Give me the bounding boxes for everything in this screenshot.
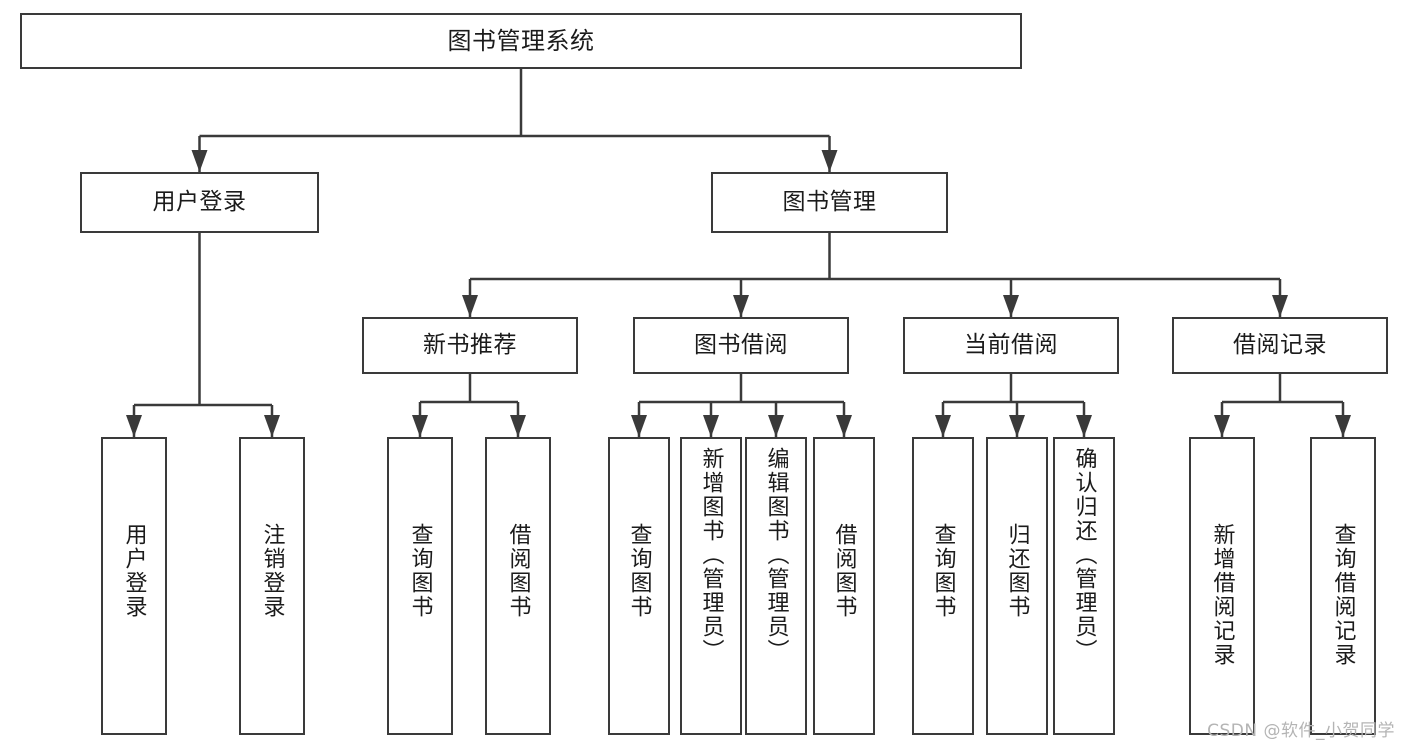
connector-arrowhead (631, 415, 647, 437)
node-book-borrow[interactable]: 图书借阅 (633, 317, 849, 374)
node-leaf-borrow-book-2[interactable]: 借阅图书 (813, 437, 875, 735)
node-label-current-borrow: 当前借阅 (964, 331, 1058, 358)
connector-arrowhead (510, 415, 526, 437)
node-root[interactable]: 图书管理系统 (20, 13, 1022, 69)
connector-arrowhead (1272, 295, 1288, 317)
node-label-leaf-query-book-1: 查询图书 (407, 523, 433, 619)
connector-arrowhead (836, 415, 852, 437)
node-label-leaf-borrow-book-2: 借阅图书 (831, 523, 857, 619)
node-label-leaf-query-book-3: 查询图书 (930, 523, 956, 619)
node-leaf-user-logout[interactable]: 注销登录 (239, 437, 305, 735)
node-label-new-book-rec: 新书推荐 (423, 331, 517, 358)
node-leaf-add-book[interactable]: 新增图书（管理员） (680, 437, 742, 735)
node-label-user-login: 用户登录 (152, 188, 247, 215)
node-leaf-return-book[interactable]: 归还图书 (986, 437, 1048, 735)
node-label-leaf-return-book: 归还图书 (1004, 523, 1030, 619)
node-label-leaf-user-login: 用户登录 (121, 523, 147, 619)
connector-arrowhead (768, 415, 784, 437)
connector-arrowhead (935, 415, 951, 437)
node-leaf-edit-book[interactable]: 编辑图书（管理员） (745, 437, 807, 735)
node-book-manage[interactable]: 图书管理 (711, 172, 948, 233)
node-user-login[interactable]: 用户登录 (80, 172, 319, 233)
node-leaf-query-book-1[interactable]: 查询图书 (387, 437, 453, 735)
connector-arrowhead (1076, 415, 1092, 437)
node-borrow-record[interactable]: 借阅记录 (1172, 317, 1388, 374)
node-label-leaf-add-book: 新增图书（管理员） (698, 447, 724, 663)
node-new-book-rec[interactable]: 新书推荐 (362, 317, 578, 374)
connector-arrowhead (191, 150, 208, 172)
node-label-leaf-query-record: 查询借阅记录 (1330, 523, 1356, 667)
node-leaf-borrow-book-1[interactable]: 借阅图书 (485, 437, 551, 735)
node-label-book-borrow: 图书借阅 (694, 331, 788, 358)
connector-arrowhead (733, 295, 749, 317)
node-leaf-query-record[interactable]: 查询借阅记录 (1310, 437, 1376, 735)
connector-arrowhead (1214, 415, 1230, 437)
connector-arrowhead (126, 415, 142, 437)
connector-arrowhead (412, 415, 428, 437)
node-label-leaf-confirm-return: 确认归还（管理员） (1071, 447, 1097, 663)
connector-arrowhead (703, 415, 719, 437)
node-label-leaf-borrow-book-1: 借阅图书 (505, 523, 531, 619)
node-leaf-query-book-2[interactable]: 查询图书 (608, 437, 670, 735)
node-label-leaf-add-record: 新增借阅记录 (1209, 523, 1235, 667)
connector-arrowhead (821, 150, 838, 172)
node-label-leaf-user-logout: 注销登录 (259, 523, 285, 619)
node-label-leaf-query-book-2: 查询图书 (626, 523, 652, 619)
node-label-leaf-edit-book: 编辑图书（管理员） (763, 447, 789, 663)
connector-arrowhead (264, 415, 280, 437)
node-leaf-user-login[interactable]: 用户登录 (101, 437, 167, 735)
node-label-book-manage: 图书管理 (782, 188, 877, 215)
watermark-label: CSDN @软件_小贺同学 (1207, 721, 1395, 741)
connector-arrowhead (1335, 415, 1351, 437)
node-leaf-confirm-return[interactable]: 确认归还（管理员） (1053, 437, 1115, 735)
connector-arrowhead (1009, 415, 1025, 437)
node-label-root: 图书管理系统 (447, 26, 595, 55)
node-leaf-add-record[interactable]: 新增借阅记录 (1189, 437, 1255, 735)
node-label-borrow-record: 借阅记录 (1233, 331, 1327, 358)
connector-arrowhead (462, 295, 478, 317)
node-current-borrow[interactable]: 当前借阅 (903, 317, 1119, 374)
connector-arrowhead (1003, 295, 1019, 317)
node-leaf-query-book-3[interactable]: 查询图书 (912, 437, 974, 735)
